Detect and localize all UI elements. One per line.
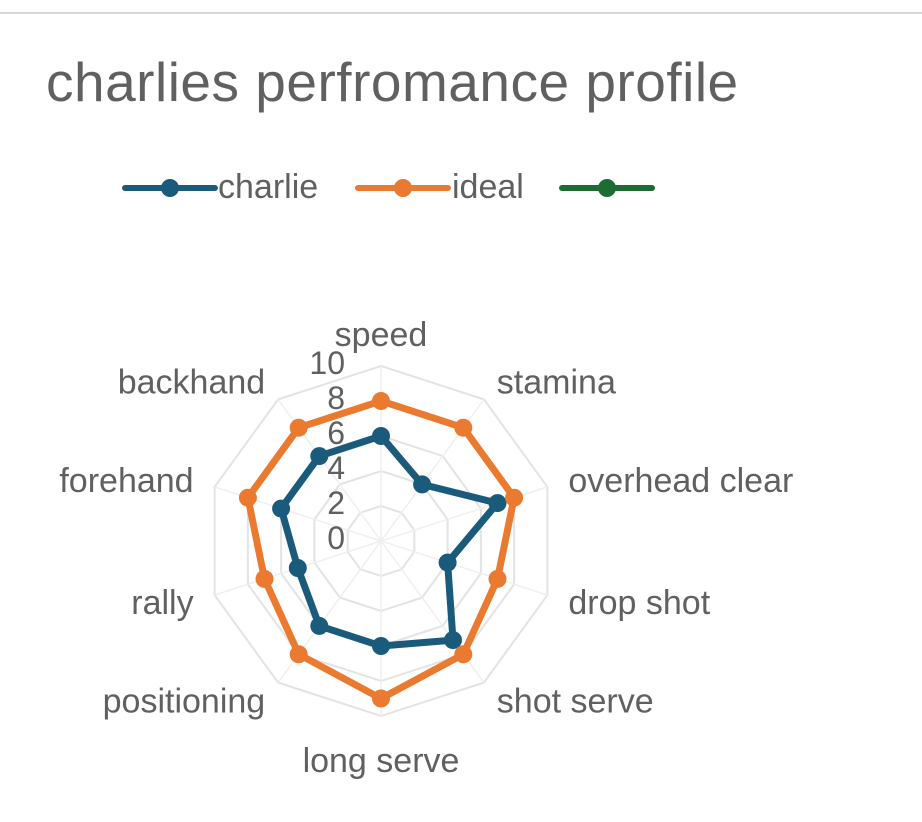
axis-label-0: speed — [335, 316, 428, 354]
axis-label-4: shot serve — [497, 682, 654, 720]
legend-item-0[interactable]: charlie — [122, 168, 318, 206]
axis-label-5: long serve — [303, 742, 460, 780]
tick-label-2: 2 — [327, 485, 345, 521]
tick-label-0: 0 — [327, 520, 345, 556]
legend-item-2[interactable] — [559, 179, 655, 197]
legend-marker-1 — [394, 179, 412, 197]
point-charlie-4[interactable] — [444, 631, 462, 650]
point-ideal-7[interactable] — [255, 569, 274, 588]
point-charlie-5[interactable] — [372, 637, 390, 655]
axis-label-1: stamina — [497, 364, 616, 402]
point-ideal-1[interactable] — [454, 418, 473, 437]
legend-item-1[interactable]: ideal — [355, 168, 524, 206]
point-ideal-2[interactable] — [505, 488, 524, 507]
point-charlie-3[interactable] — [438, 553, 457, 572]
axis-label-8: forehand — [59, 462, 193, 500]
legend-marker-0 — [161, 179, 179, 197]
axis-label-9: backhand — [118, 364, 265, 402]
point-charlie-6[interactable] — [310, 616, 329, 635]
point-ideal-4[interactable] — [454, 645, 473, 664]
point-ideal-9[interactable] — [289, 418, 308, 437]
point-ideal-8[interactable] — [238, 488, 257, 507]
legend-label-0: charlie — [218, 168, 318, 206]
point-charlie-0[interactable] — [372, 427, 390, 445]
top-divider — [0, 12, 922, 14]
point-ideal-6[interactable] — [289, 645, 308, 664]
tick-label-8: 8 — [327, 380, 345, 416]
point-ideal-3[interactable] — [488, 569, 507, 588]
point-ideal-0[interactable] — [372, 392, 390, 410]
point-charlie-2[interactable] — [488, 494, 507, 513]
point-charlie-7[interactable] — [288, 559, 307, 577]
legend-label-1: ideal — [452, 168, 524, 206]
chart-title: charlies perfromance profile — [46, 51, 739, 113]
point-ideal-5[interactable] — [372, 689, 390, 708]
legend-marker-2 — [598, 179, 616, 197]
series-layer — [238, 392, 524, 708]
axis-label-3: drop shot — [568, 584, 710, 622]
grid-spoke-3 — [380, 540, 548, 596]
point-charlie-9[interactable] — [310, 447, 329, 466]
point-charlie-8[interactable] — [272, 499, 291, 518]
axis-label-2: overhead clear — [568, 462, 793, 500]
axis-label-7: rally — [131, 584, 193, 622]
axis-labels: speed stamina overhead clear drop shot shot … — [59, 316, 793, 780]
series-charlie — [272, 427, 507, 655]
tick-label-6: 6 — [327, 415, 345, 451]
legend: charlie ideal — [122, 168, 655, 206]
point-charlie-1[interactable] — [413, 475, 432, 494]
series-ideal — [238, 392, 524, 708]
tick-label-10: 10 — [309, 345, 345, 381]
radar-grid — [213, 364, 549, 718]
tick-label-4: 4 — [327, 450, 345, 486]
axis-label-6: positioning — [103, 682, 266, 720]
